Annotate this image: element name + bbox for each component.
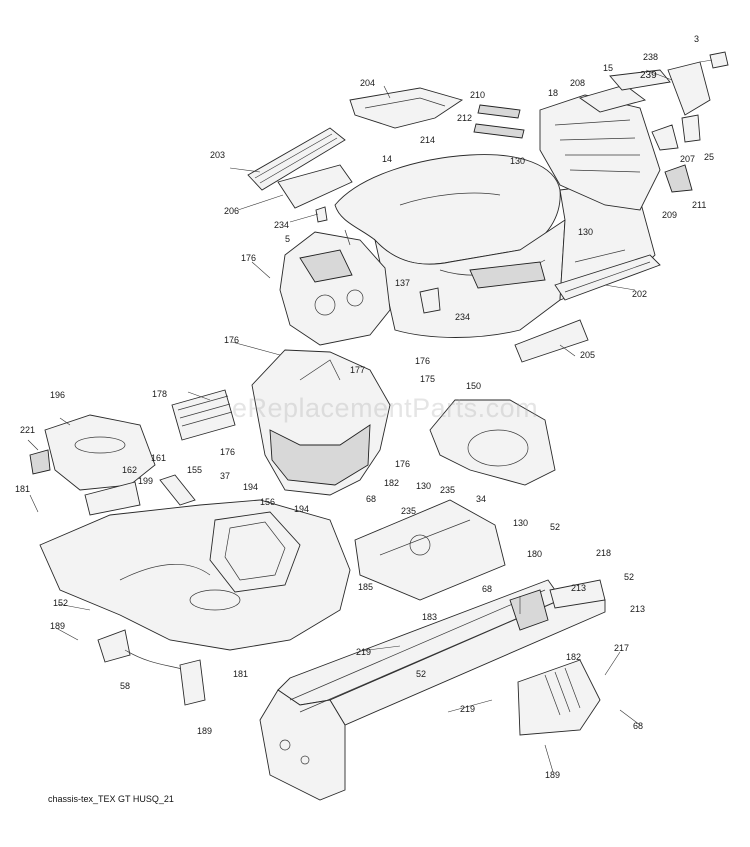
diagram-caption: chassis-tex_TEX GT HUSQ_21 — [48, 794, 174, 804]
callout-68-b: 68 — [482, 584, 492, 594]
callout-212: 212 — [457, 113, 472, 123]
callout-5: 5 — [285, 234, 290, 244]
chassis-frame-180 — [259, 579, 606, 801]
callout-189-b: 189 — [197, 726, 212, 736]
vent-grille-178 — [171, 389, 236, 441]
callout-219-a: 219 — [356, 647, 371, 657]
callout-162: 162 — [122, 465, 137, 475]
callout-3: 3 — [694, 34, 699, 44]
callout-176-d: 176 — [220, 447, 235, 457]
callout-181-mid: 181 — [233, 669, 248, 679]
bracket-206 — [277, 164, 353, 209]
callout-182-top: 182 — [384, 478, 399, 488]
callout-137: 137 — [395, 278, 410, 288]
callout-176-e: 176 — [395, 459, 410, 469]
callout-208: 208 — [570, 78, 585, 88]
callout-68-c: 68 — [633, 721, 643, 731]
callout-206: 206 — [224, 206, 239, 216]
callout-210: 210 — [470, 90, 485, 100]
callout-130-top: 130 — [510, 156, 525, 166]
callout-239: 239 — [640, 70, 657, 81]
callout-178: 178 — [152, 389, 167, 399]
callout-150: 150 — [466, 381, 481, 391]
fender-liner-150 — [429, 399, 556, 486]
fuel-housing-196 — [29, 414, 156, 491]
callout-235-b: 235 — [401, 506, 416, 516]
callout-52-c: 52 — [416, 669, 426, 679]
callout-189-c: 189 — [545, 770, 560, 780]
callout-185: 185 — [358, 582, 373, 592]
callout-207: 207 — [680, 154, 695, 164]
steering-tower-182 — [251, 349, 391, 496]
lower-panel-205 — [514, 319, 589, 363]
callout-209: 209 — [662, 210, 677, 220]
mount-plate-34 — [354, 499, 506, 601]
callout-214: 214 — [420, 135, 435, 145]
plate-199 — [84, 481, 141, 516]
fender-deck-37 — [39, 499, 351, 651]
trim-strips — [473, 104, 525, 139]
callout-130-right: 130 — [578, 227, 593, 237]
leader-lines — [27, 59, 713, 773]
callout-14: 14 — [382, 154, 392, 164]
callout-234-upper: 234 — [274, 220, 289, 230]
part-234-upper — [315, 206, 328, 223]
part-234-lower — [419, 287, 441, 314]
callout-199: 199 — [138, 476, 153, 486]
callout-204: 204 — [360, 78, 375, 88]
top-cover-204 — [349, 87, 464, 129]
hitch-plate-182 — [517, 659, 601, 736]
callout-221: 221 — [20, 425, 35, 435]
callout-156: 156 — [260, 497, 275, 507]
callout-213-b: 213 — [630, 604, 645, 614]
callout-219-b: 219 — [460, 704, 475, 714]
callout-176-c: 176 — [415, 356, 430, 366]
callout-labels: 3 238 15 239 208 18 204 210 212 214 130 … — [15, 34, 714, 780]
side-vent-203 — [247, 127, 346, 191]
watermark-text: eReplacementParts.com — [232, 393, 539, 423]
callout-205: 205 — [580, 350, 595, 360]
callout-202: 202 — [632, 289, 647, 299]
callout-218: 218 — [596, 548, 611, 558]
callout-213-a: 213 — [571, 583, 586, 593]
callout-180: 180 — [527, 549, 542, 559]
callout-182-rear: 182 — [566, 652, 581, 662]
linkage-58 — [97, 629, 206, 706]
callout-155: 155 — [187, 465, 202, 475]
callout-203: 203 — [210, 150, 225, 160]
callout-183: 183 — [422, 612, 437, 622]
callout-161: 161 — [151, 453, 166, 463]
callout-18: 18 — [548, 88, 558, 98]
callout-194-b: 194 — [294, 504, 309, 514]
callout-234-lower: 234 — [455, 312, 470, 322]
callout-152: 152 — [53, 598, 68, 608]
callout-25: 25 — [704, 152, 714, 162]
callout-52-a: 52 — [550, 522, 560, 532]
callout-235-a: 235 — [440, 485, 455, 495]
callout-181-left: 181 — [15, 484, 30, 494]
callout-37: 37 — [220, 471, 230, 481]
callout-177: 177 — [350, 365, 365, 375]
callout-34: 34 — [476, 494, 486, 504]
callout-58: 58 — [120, 681, 130, 691]
callout-130-low: 130 — [513, 518, 528, 528]
callout-175: 175 — [420, 374, 435, 384]
callout-189-a: 189 — [50, 621, 65, 631]
callout-211: 211 — [692, 200, 706, 210]
callout-68-a: 68 — [366, 494, 376, 504]
front-grille — [554, 254, 661, 301]
headlight-parts — [578, 51, 729, 193]
callout-176-a: 176 — [241, 253, 256, 263]
dashboard-5 — [279, 229, 391, 346]
callout-217: 217 — [614, 643, 629, 653]
callout-238: 238 — [643, 52, 658, 62]
callout-52-b: 52 — [624, 572, 634, 582]
callout-196: 196 — [50, 390, 65, 400]
callout-15: 15 — [603, 63, 613, 73]
callout-194-a: 194 — [243, 482, 258, 492]
callout-130-mid: 130 — [416, 481, 431, 491]
lever-161 — [159, 474, 196, 506]
callout-176-b: 176 — [224, 335, 239, 345]
